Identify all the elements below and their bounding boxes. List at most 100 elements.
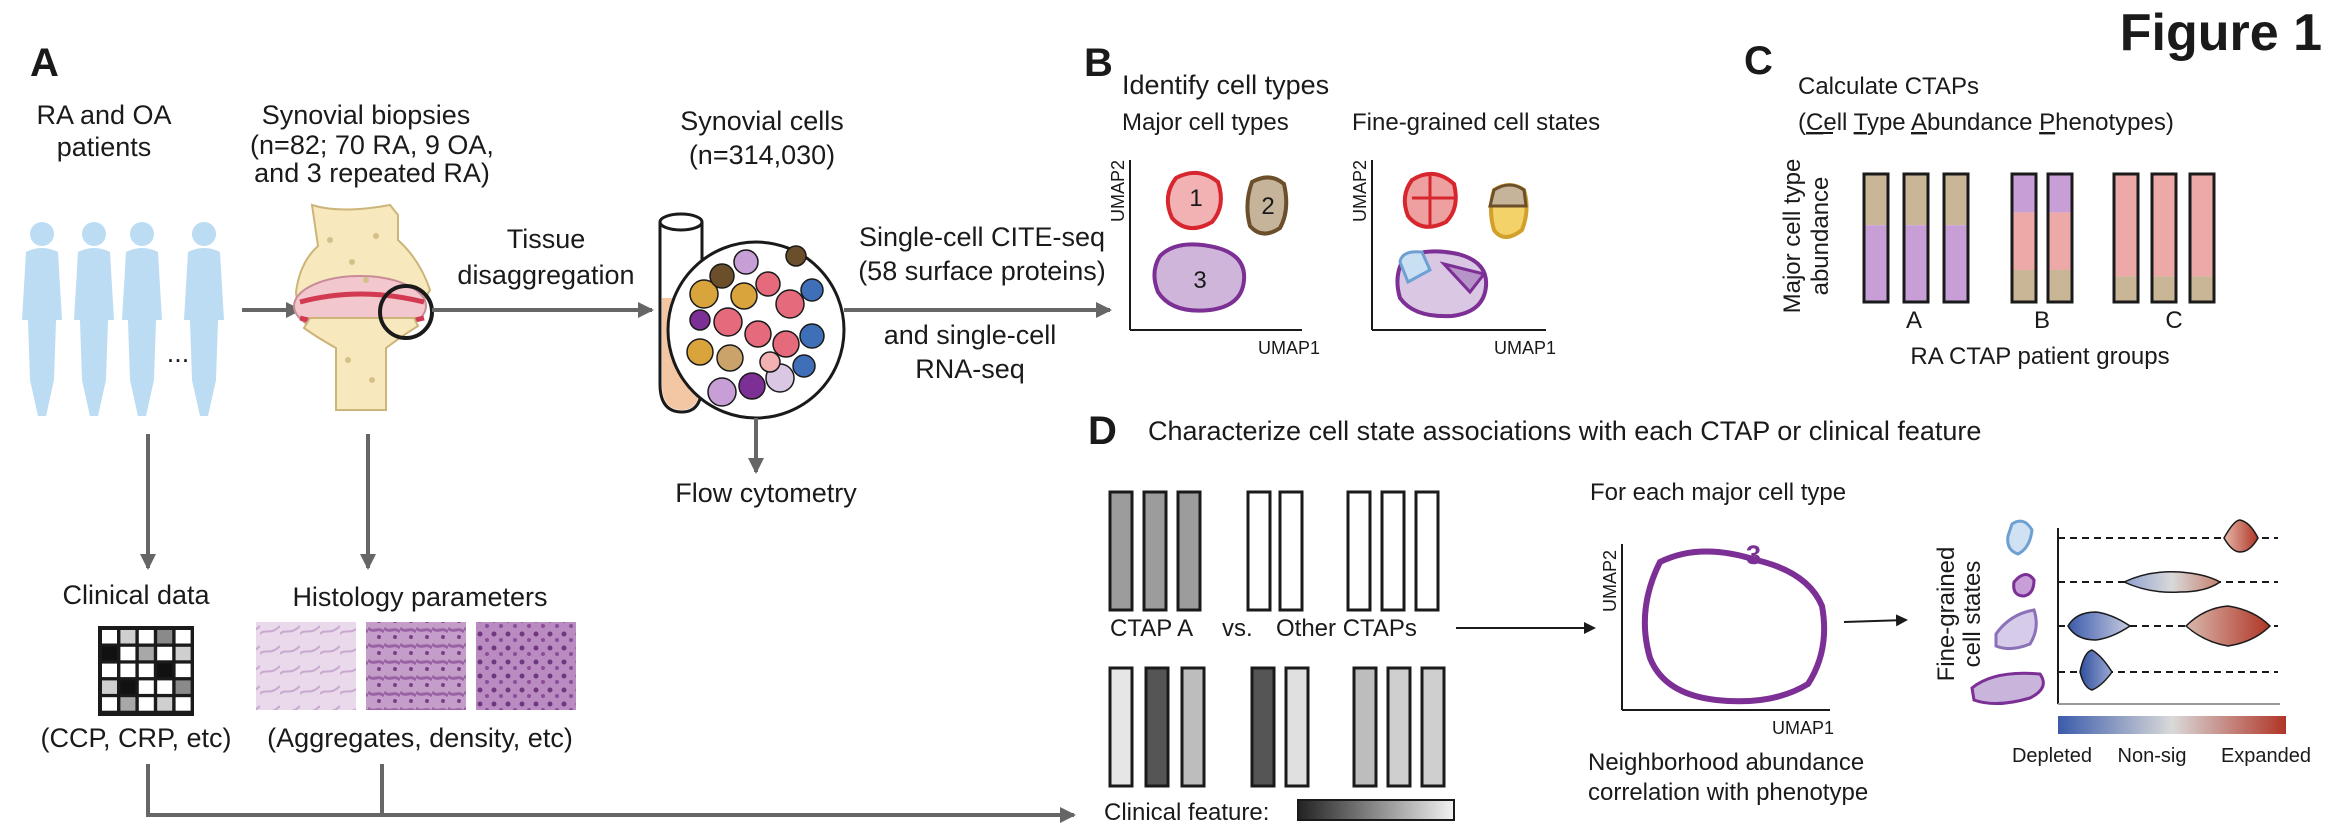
person-head: [130, 222, 154, 246]
clinical-grid-cell: [102, 680, 117, 694]
clinical-grid-cell: [175, 680, 191, 694]
clinical-grid-cell: [102, 663, 117, 678]
clinical-grid-cell: [120, 680, 136, 694]
ctap-a-label: CTAP A: [1110, 615, 1193, 642]
synovial-cell: [709, 263, 735, 289]
person-body: [184, 248, 224, 416]
fine-states-label-line2: cell states: [1959, 561, 1986, 668]
flow-cytometry-label: Flow cytometry: [675, 478, 857, 508]
major-umap2-label: UMAP2: [1108, 160, 1128, 222]
ctap-bar-outline: [2188, 172, 2216, 304]
fine-states-label-line1: Fine-grained: [1933, 547, 1960, 682]
ctap-bar-outline: [2112, 172, 2140, 304]
cell-state-icon-1: [2006, 519, 2034, 556]
panel-b-major-subtitle: Major cell types: [1122, 109, 1289, 136]
panel-b-fine-subtitle: Fine-grained cell states: [1352, 109, 1600, 136]
synovial-cell: [792, 354, 816, 378]
cite-seq-label-line1: Single-cell CITE-seq: [859, 222, 1105, 252]
ctap-compare-bar: [1142, 490, 1168, 612]
panel-a-label: A: [30, 41, 59, 85]
cell-state-icon-3: [1994, 608, 2038, 651]
major-cell-types-umap: 1 2 3 UMAP1 UMAP2: [1108, 160, 1320, 358]
patients-label-line1: RA and OA: [36, 100, 171, 130]
fine-umap1-label: UMAP1: [1494, 338, 1556, 358]
person-body: [122, 248, 162, 416]
ctap-paren-open: (: [1798, 109, 1806, 136]
synovial-cell: [713, 307, 743, 337]
person-head: [192, 222, 216, 246]
person-head: [82, 222, 106, 246]
clinical-feature-bar: [1180, 666, 1206, 788]
clinical-data-title: Clinical data: [62, 580, 210, 610]
person-icon: [184, 222, 224, 416]
tissue-label-line2: disaggregation: [457, 260, 634, 290]
synovial-cell: [707, 377, 737, 407]
fine-cluster-3-part-b: [1439, 261, 1487, 295]
ctap-bar-outline: [1902, 172, 1930, 304]
synovial-cell: [800, 278, 824, 302]
clinical-grid-cell: [175, 663, 191, 678]
ctap-bar-segment: [1944, 225, 1968, 302]
neighborhood-umap: [1621, 544, 1830, 711]
neighborhood-label-line1: Neighborhood abundance: [1588, 749, 1864, 776]
ctap-bar-segment: [2012, 212, 2036, 270]
ctap-bar-outline: [2046, 172, 2074, 304]
person-body: [22, 248, 62, 416]
synovial-cell: [775, 289, 805, 319]
ctap-bar-segment: [1904, 174, 1928, 226]
ctap-bar-outline: [2150, 172, 2178, 304]
ctap-group-a-label: A: [1906, 307, 1922, 334]
ctap-comparison-bars: [1108, 490, 1446, 788]
clinical-grid-cell: [102, 646, 117, 661]
ctap-bar-segment: [2152, 174, 2176, 277]
clinical-grid-cell: [138, 697, 154, 711]
clinical-grid-cell: [157, 697, 173, 711]
synovial-cell: [716, 344, 744, 372]
ctap-abundance-rest: bundance: [1927, 109, 2039, 136]
panel-c-ylabel-line2: abundance: [1807, 177, 1834, 296]
violin-3a: [2067, 611, 2132, 641]
ctap-p-underlined: P: [2039, 109, 2055, 136]
clinical-feature-bar: [1250, 666, 1276, 788]
ctap-stacked-bars: [1862, 172, 2216, 304]
ctap-bar-segment: [2048, 174, 2072, 213]
fine-cluster-1-divisions: [1412, 176, 1456, 226]
cell-state-icon-4: [1970, 671, 2045, 705]
ctap-compare-bar: [1414, 490, 1440, 612]
fine-umap2-label: UMAP2: [1350, 160, 1370, 222]
clinical-feature-bar: [1420, 666, 1446, 788]
synovial-cells-circle: [666, 240, 846, 420]
ctap-bar-segment: [2114, 276, 2138, 302]
correlation-colorbar: [2058, 716, 2286, 734]
synovial-cell: [772, 330, 800, 358]
ctap-bar-segment: [1944, 174, 1968, 226]
violin-2: [2122, 570, 2222, 594]
ctap-c-underlined: C: [1806, 109, 1823, 136]
cluster-1-shape: [1165, 170, 1223, 230]
ctap-compare-bar: [1246, 490, 1272, 612]
clinical-grid-cell: [157, 630, 173, 644]
clinical-feature-bar: [1144, 666, 1170, 788]
clinical-grid-cell: [138, 680, 154, 694]
other-ctaps-label: Other CTAPs: [1276, 615, 1417, 642]
nonsig-label: Non-sig: [2118, 745, 2187, 767]
panel-d-title: Characterize cell state associations wit…: [1148, 416, 1981, 446]
synovial-cell: [689, 279, 719, 309]
fine-cluster-2-top: [1488, 183, 1528, 208]
biopsies-label-line1: Synovial biopsies: [262, 100, 471, 130]
person-head: [30, 222, 54, 246]
synovial-cell: [799, 323, 825, 349]
cluster-1-label: 1: [1189, 185, 1202, 212]
panel-c-title-line2: (Cell Type Abundance Phenotypes): [1798, 109, 2174, 136]
ctap-bar-segment: [2190, 276, 2214, 302]
synovial-cell: [689, 309, 711, 331]
synovial-cell: [759, 351, 781, 373]
cells-label-line2: (n=314,030): [689, 140, 835, 170]
person-icon: [122, 222, 162, 416]
fine-cluster-3-part-a: [1398, 250, 1432, 285]
ctap-group-c-label: C: [2165, 307, 2182, 334]
clinical-grid-cell: [138, 646, 154, 661]
ctap-bar-outline: [1942, 172, 1970, 304]
clinical-feature-label: Clinical feature:: [1104, 799, 1269, 826]
